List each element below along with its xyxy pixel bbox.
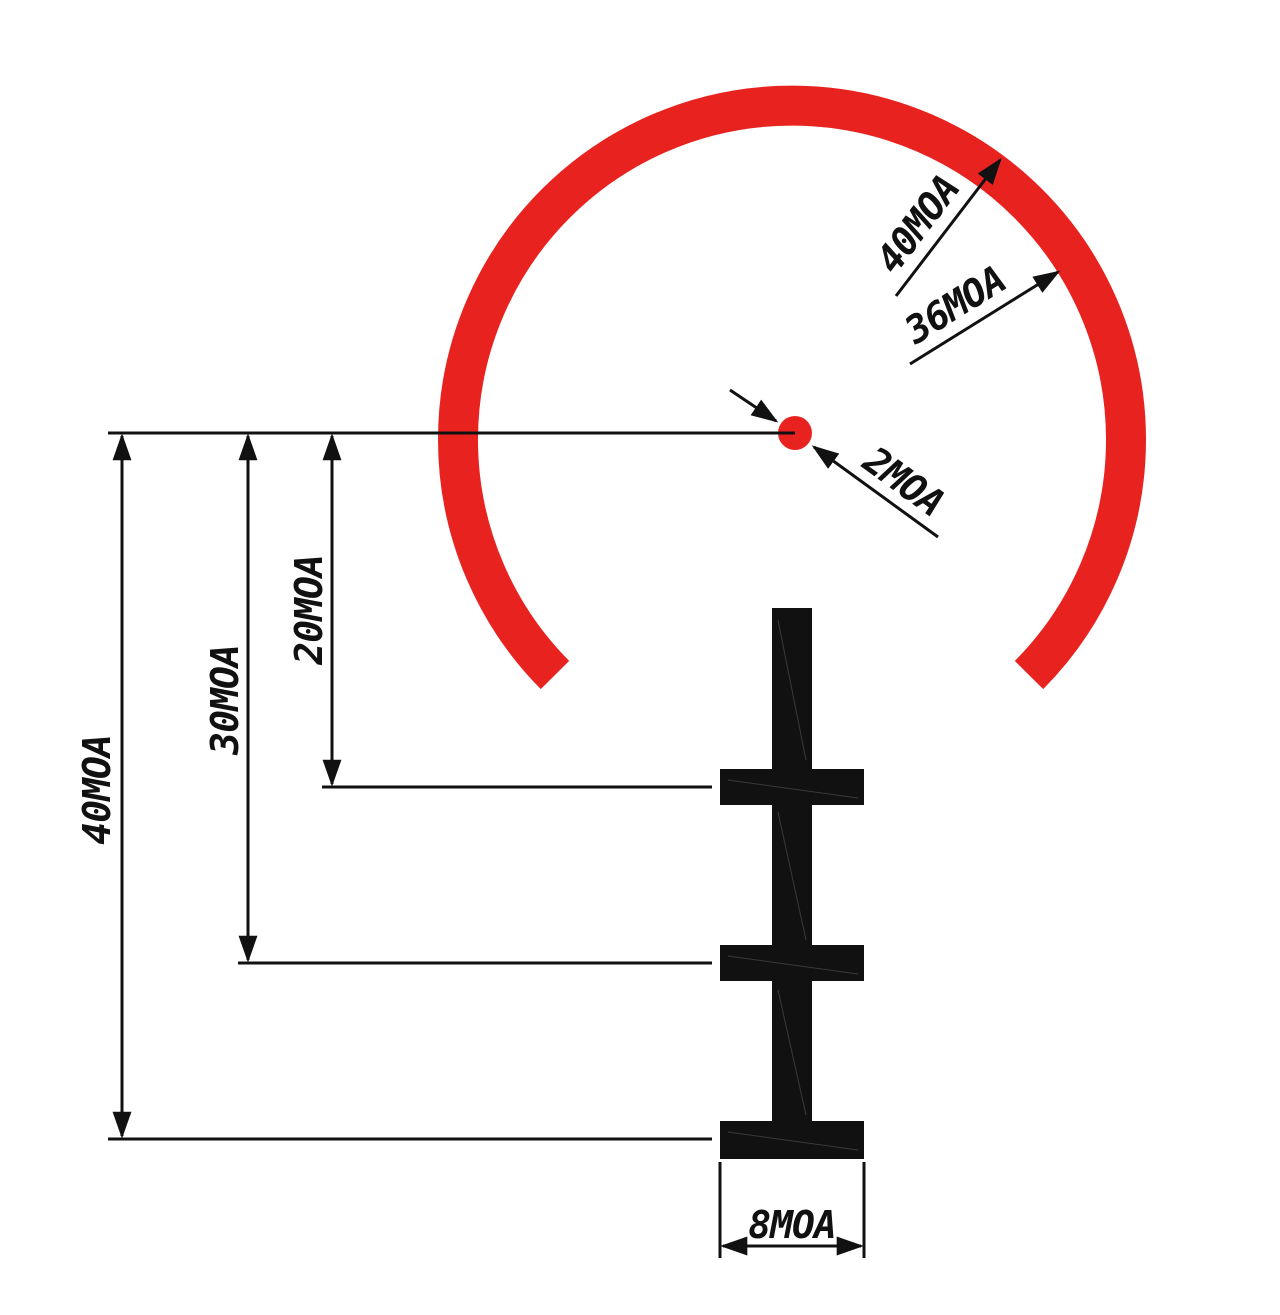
label-bar-width: 8MOA bbox=[748, 1203, 836, 1247]
vertical-post bbox=[772, 608, 812, 1156]
dimension-line-outer bbox=[894, 157, 1002, 297]
holdover-bar-20 bbox=[720, 769, 864, 805]
holdover-post bbox=[720, 608, 864, 1159]
label-drop-20: 20MOA bbox=[287, 555, 331, 665]
holdover-bar-40 bbox=[720, 1121, 864, 1159]
dimension-line-inner bbox=[909, 270, 1061, 366]
dimension-line-dot-upper bbox=[729, 388, 779, 423]
dimension-line-dot-lower bbox=[811, 445, 939, 539]
holdover-bar-30 bbox=[720, 945, 864, 981]
label-outer-diameter: 40MOA bbox=[867, 167, 968, 281]
label-drop-40: 40MOA bbox=[75, 735, 119, 844]
label-drop-30: 30MOA bbox=[203, 645, 247, 755]
horseshoe-ring bbox=[438, 85, 1146, 690]
